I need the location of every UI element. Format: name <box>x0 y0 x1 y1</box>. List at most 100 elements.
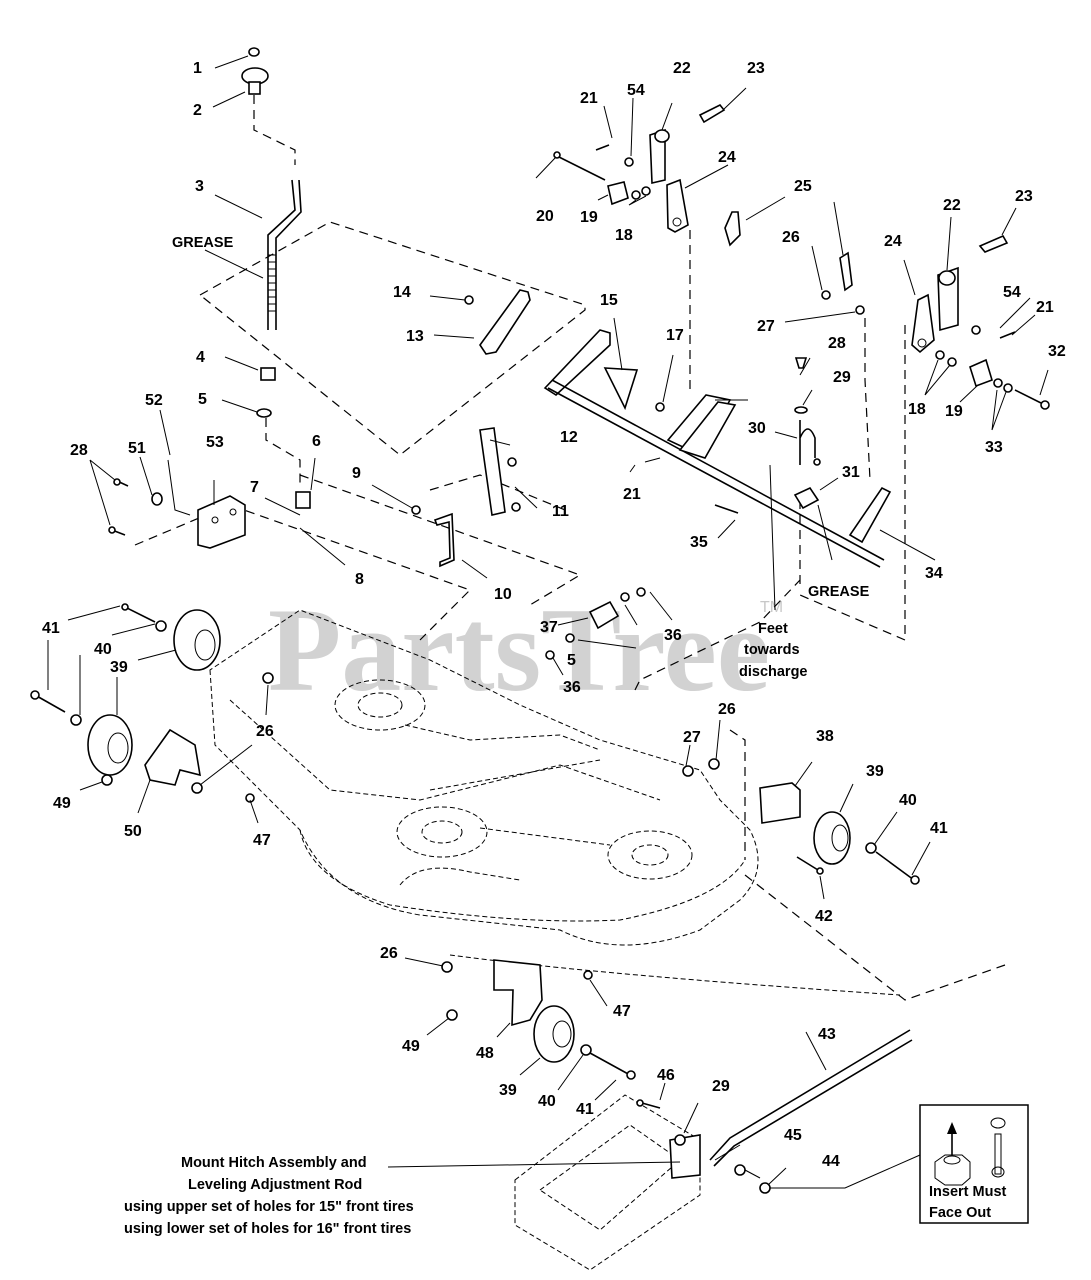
lift-arm-part-13 <box>479 289 531 355</box>
right-linkage-right <box>911 234 1050 410</box>
pin-part-21-right <box>999 331 1016 339</box>
callout-13: 13 <box>406 328 424 345</box>
bracket-part-10-group <box>411 505 455 568</box>
callout-22: 22 <box>943 197 961 214</box>
annotation-notes: GREASE GREASE Feet towards discharge Mou… <box>124 235 870 1237</box>
mount-note-line1: Mount Hitch Assembly and <box>181 1155 367 1171</box>
nut-part-17 <box>655 402 665 412</box>
inset-text-line2: Face Out <box>929 1205 991 1221</box>
pin-part-21-top <box>595 144 610 151</box>
callout-48: 48 <box>476 1045 494 1062</box>
callout-26: 26 <box>256 723 274 740</box>
washer-part-33a <box>993 378 1003 388</box>
bolt-part-47-left <box>245 793 255 803</box>
wheel-part-39-a <box>173 609 221 671</box>
callout-26: 26 <box>718 701 736 718</box>
callout-23: 23 <box>1015 188 1033 205</box>
nut-part-11-a <box>507 457 517 467</box>
washer-part-33b <box>1003 383 1013 393</box>
callout-33: 33 <box>985 439 1003 456</box>
callout-2: 2 <box>193 102 202 119</box>
pin-part-21-center <box>644 457 661 463</box>
slotted-arm-part-34-b <box>848 486 892 544</box>
bolt-part-41-c <box>875 851 915 881</box>
callout-27: 27 <box>757 318 775 335</box>
lift-shaft-assembly <box>464 289 892 568</box>
callout-10: 10 <box>494 586 512 603</box>
washer-part-40-c <box>865 842 877 854</box>
callout-39: 39 <box>110 659 128 676</box>
callout-6: 6 <box>312 433 321 450</box>
callout-labels: 1 2 3 4 5 5 6 7 8 9 10 11 12 13 14 15 17… <box>42 60 1066 1170</box>
callout-27: 27 <box>683 729 701 746</box>
callout-5: 5 <box>567 652 576 669</box>
callout-54: 54 <box>627 82 645 99</box>
inset-text-line1: Insert Must <box>929 1184 1007 1200</box>
washer-part-18c <box>935 350 945 360</box>
callout-8: 8 <box>355 571 364 588</box>
washer-part-18a <box>631 190 641 200</box>
bolt-icon <box>990 1117 1006 1129</box>
callout-44: 44 <box>822 1153 840 1170</box>
watermark-text: PartsTree <box>268 583 770 716</box>
callout-50: 50 <box>124 823 142 840</box>
leveling-rod-part-43 <box>709 1029 911 1161</box>
nut-part-26-left-b <box>191 782 203 794</box>
trunnion-part-6 <box>295 491 311 509</box>
callout-54: 54 <box>1003 284 1021 301</box>
nut-part-27-b <box>855 305 865 315</box>
nut-part-26-left-a <box>262 672 274 684</box>
callout-26: 26 <box>380 945 398 962</box>
chain-part-25 <box>839 251 853 292</box>
bolt-part-42 <box>796 856 819 871</box>
callout-7: 7 <box>250 479 259 496</box>
link-part-12 <box>479 427 506 516</box>
washer-part-29-right <box>794 406 808 414</box>
insert-face-out-inset: Insert Must Face Out <box>919 1104 1029 1224</box>
lift-handle-assembly <box>241 47 311 509</box>
block-part-37 <box>588 600 620 630</box>
callout-15: 15 <box>600 292 618 309</box>
grease-note-top: GREASE <box>172 235 234 251</box>
grease-note-right: GREASE <box>808 584 870 600</box>
hook-part-30 <box>799 420 816 465</box>
washer-part-45 <box>734 1164 746 1176</box>
callout-41: 41 <box>930 820 948 837</box>
washer-part-54-right <box>971 325 981 335</box>
callout-3: 3 <box>195 178 204 195</box>
callout-40: 40 <box>899 792 917 809</box>
hitch-assembly <box>514 1029 921 1271</box>
caster-upper-left <box>121 603 221 671</box>
callout-52: 52 <box>145 392 163 409</box>
mount-note-line3: using upper set of holes for 15" front t… <box>124 1199 414 1215</box>
caster-right <box>682 758 920 885</box>
clip-part-31 <box>793 486 820 510</box>
callout-40: 40 <box>538 1093 556 1110</box>
callout-11: 11 <box>552 503 569 520</box>
nut-part-19-right <box>969 358 993 388</box>
callout-24: 24 <box>884 233 902 250</box>
callout-34: 34 <box>925 565 943 582</box>
callout-36: 36 <box>563 679 581 696</box>
callout-43: 43 <box>818 1026 836 1043</box>
callout-9: 9 <box>352 465 361 482</box>
mount-note-line4: using lower set of holes for 16" front t… <box>124 1221 411 1237</box>
bolt-part-47-bottom <box>583 970 593 980</box>
callout-51: 51 <box>128 440 146 457</box>
callout-19: 19 <box>580 209 598 226</box>
bolt-part-28-right <box>794 357 808 369</box>
nut-part-49-bottom <box>446 1009 458 1021</box>
callout-35: 35 <box>690 534 708 551</box>
washer-part-40-d <box>580 1044 592 1056</box>
callout-21: 21 <box>623 486 641 503</box>
cap-part-1 <box>248 47 260 57</box>
left-bracket-assembly <box>108 459 246 549</box>
plate-part-24-top <box>666 178 689 233</box>
callout-23: 23 <box>747 60 765 77</box>
callout-38: 38 <box>816 728 834 745</box>
bolt-part-41-d <box>589 1052 631 1076</box>
pin-part-23-top <box>698 103 726 124</box>
trunnion-part-4 <box>260 367 276 381</box>
callout-41: 41 <box>576 1101 594 1118</box>
callout-22: 22 <box>673 60 691 77</box>
